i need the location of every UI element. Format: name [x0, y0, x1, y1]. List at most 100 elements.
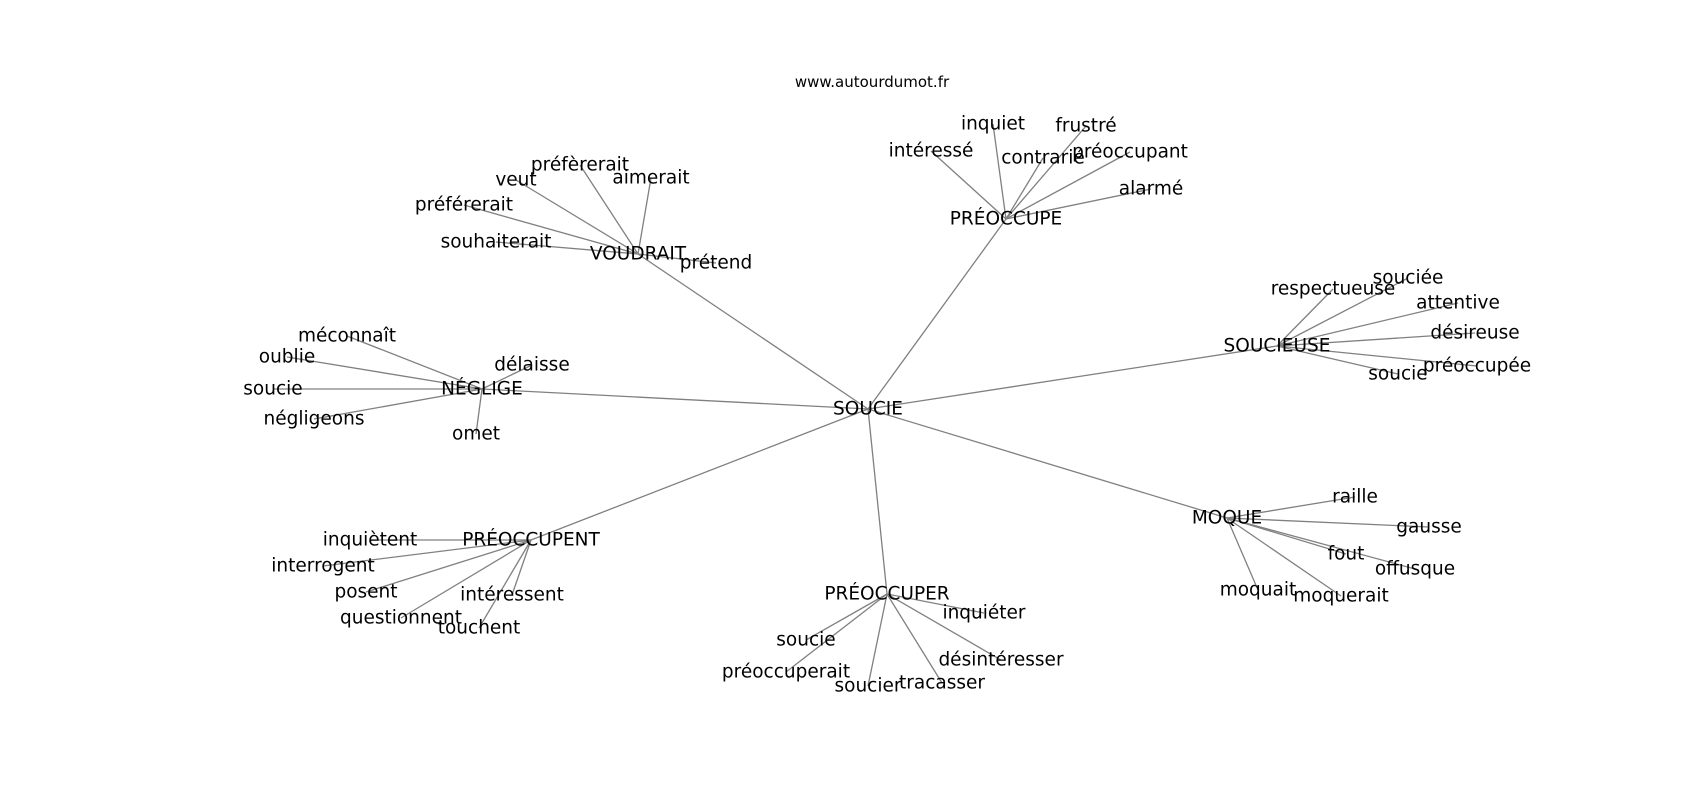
edge-neglige-meconnait [346, 335, 483, 390]
leaf-label-prefererait: préférerait [415, 195, 513, 216]
edge-preoccupe-frustre [1005, 125, 1087, 220]
leaf-label-moquerait: moquerait [1293, 586, 1389, 607]
edge-preoccuper-soucier [867, 593, 888, 687]
hub-label-preoccupent: PRÉOCCUPENT [462, 529, 600, 551]
hub-label-voudrait: VOUDRAIT [590, 244, 687, 265]
leaf-label-offusque: offusque [1375, 559, 1455, 580]
edge-preoccupent-touchent [478, 539, 532, 629]
edge-preoccupent-interessent [511, 539, 532, 596]
edge-preoccupe-preoccupant [1005, 151, 1131, 220]
edge-neglige-omet [475, 388, 483, 435]
edge-center-voudrait [637, 253, 869, 410]
leaf-label-souhaiterait: souhaiterait [441, 232, 552, 253]
edge-center-preoccuper [867, 408, 888, 595]
leaf-label-attentive: attentive [1416, 293, 1500, 314]
edge-voudrait-pretend [637, 253, 717, 264]
edge-preoccupe-interesse [930, 150, 1007, 220]
edge-soucieuse-desireuse [1276, 332, 1476, 347]
edge-neglige-negligeons [313, 388, 483, 420]
leaf-label-delaisse: délaisse [494, 355, 569, 376]
leaf-label-questionnent: questionnent [340, 608, 462, 629]
center-label-soucie: SOUCIE [833, 399, 903, 420]
leaf-label-prefererait: préfèrerait [531, 155, 629, 176]
edge-preoccupent-posent [365, 539, 532, 593]
leaf-label-meconnait: méconnaît [298, 326, 396, 347]
leaf-label-omet: omet [452, 424, 500, 445]
edge-moque-gausse [1226, 517, 1430, 528]
edge-center-preoccupe [867, 218, 1007, 410]
edge-moque-moquait [1226, 517, 1259, 591]
edge-voudrait-prefererait [463, 204, 639, 255]
site-watermark: www.autourdumot.fr [795, 73, 950, 91]
edge-preoccuper-preoccuperait [785, 593, 888, 673]
hub-label-neglige: NÉGLIGE [441, 378, 523, 400]
edge-center-neglige [481, 388, 869, 410]
leaf-label-fout: fout [1328, 544, 1365, 565]
edge-preoccuper-desinteresser [886, 593, 1002, 661]
edge-preoccupent-interrogent [322, 539, 532, 567]
hub-label-soucieuse: SOUCIEUSE [1224, 336, 1331, 357]
hub-label-preoccuper: PRÉOCCUPER [824, 583, 949, 605]
leaf-label-desireuse: désireuse [1430, 323, 1519, 344]
leaf-label-moquait: moquait [1220, 580, 1297, 601]
leaf-label-alarme: alarmé [1119, 179, 1184, 200]
leaf-label-inquietent: inquiètent [323, 530, 417, 551]
edge-soucieuse-souciee [1276, 277, 1409, 347]
edge-preoccuper-soucie [805, 593, 888, 641]
edge-soucieuse-preoccupee [1276, 345, 1478, 367]
leaf-label-gausse: gausse [1396, 517, 1461, 538]
leaf-label-frustre: frustré [1055, 116, 1116, 137]
edge-preoccupe-alarme [1005, 188, 1152, 220]
edges-layer [273, 123, 1478, 687]
leaf-label-pretend: prétend [680, 253, 752, 274]
leaf-label-soucier: soucier [835, 676, 902, 697]
edge-neglige-oublie [286, 356, 483, 390]
edge-neglige-delaisse [481, 364, 533, 390]
leaf-label-touchent: touchent [438, 618, 521, 639]
leaf-label-aimerait: aimerait [612, 168, 689, 189]
edge-preoccuper-tracasser [886, 593, 943, 684]
leaf-label-soucie: soucie [243, 379, 302, 400]
edge-center-moque [867, 408, 1228, 519]
leaf-label-soucie: soucie [1368, 364, 1427, 385]
leaf-label-souciee: souciée [1373, 268, 1444, 289]
edge-preoccupe-contrarie [1005, 157, 1044, 220]
leaf-label-tracasser: tracasser [899, 673, 985, 694]
leaf-label-inquiet: inquiet [961, 114, 1025, 135]
leaf-label-posent: posent [334, 582, 397, 603]
edge-voudrait-veut [515, 179, 639, 255]
leaf-label-raille: raille [1332, 487, 1378, 508]
hub-label-moque: MOQUE [1192, 508, 1262, 529]
edge-preoccuper-inquieter [886, 593, 985, 614]
hub-label-preoccupe: PRÉOCCUPE [950, 208, 1062, 230]
edge-center-preoccupent [530, 408, 869, 541]
leaf-label-interrogent: interrogent [271, 556, 374, 577]
edge-soucieuse-soucie [1276, 345, 1399, 375]
leaf-label-soucie: soucie [776, 630, 835, 651]
edge-preoccupent-questionnent [400, 539, 532, 619]
edge-voudrait-prefererait [579, 164, 639, 255]
edge-voudrait-aimerait [637, 177, 652, 255]
leaf-label-preoccupant: préoccupant [1072, 142, 1188, 163]
leaf-label-desinteresser: désintéresser [938, 650, 1064, 671]
leaf-label-interessent: intéressent [460, 585, 564, 606]
leaf-label-oublie: oublie [259, 347, 315, 368]
leaf-label-respectueuse: respectueuse [1271, 279, 1396, 300]
edge-soucieuse-respectueuse [1276, 288, 1334, 347]
leaf-label-negligeons: négligeons [264, 409, 365, 430]
leaf-label-interesse: intéressé [889, 141, 974, 162]
edge-moque-raille [1226, 496, 1356, 519]
leaf-label-veut: veut [495, 170, 536, 191]
edge-center-soucieuse [867, 345, 1278, 410]
edge-soucieuse-attentive [1276, 302, 1459, 347]
edge-preoccupe-inquiet [992, 123, 1007, 220]
edge-moque-moquerait [1226, 517, 1342, 597]
leaf-label-preoccupee: préoccupée [1423, 356, 1531, 377]
edge-moque-offusque [1226, 517, 1416, 570]
leaf-label-preoccuperait: préoccuperait [722, 662, 850, 683]
leaf-label-contrarie: contrarié [1001, 148, 1085, 169]
leaf-label-inquieter: inquiéter [942, 603, 1025, 624]
edge-voudrait-souhaiterait [495, 241, 639, 255]
